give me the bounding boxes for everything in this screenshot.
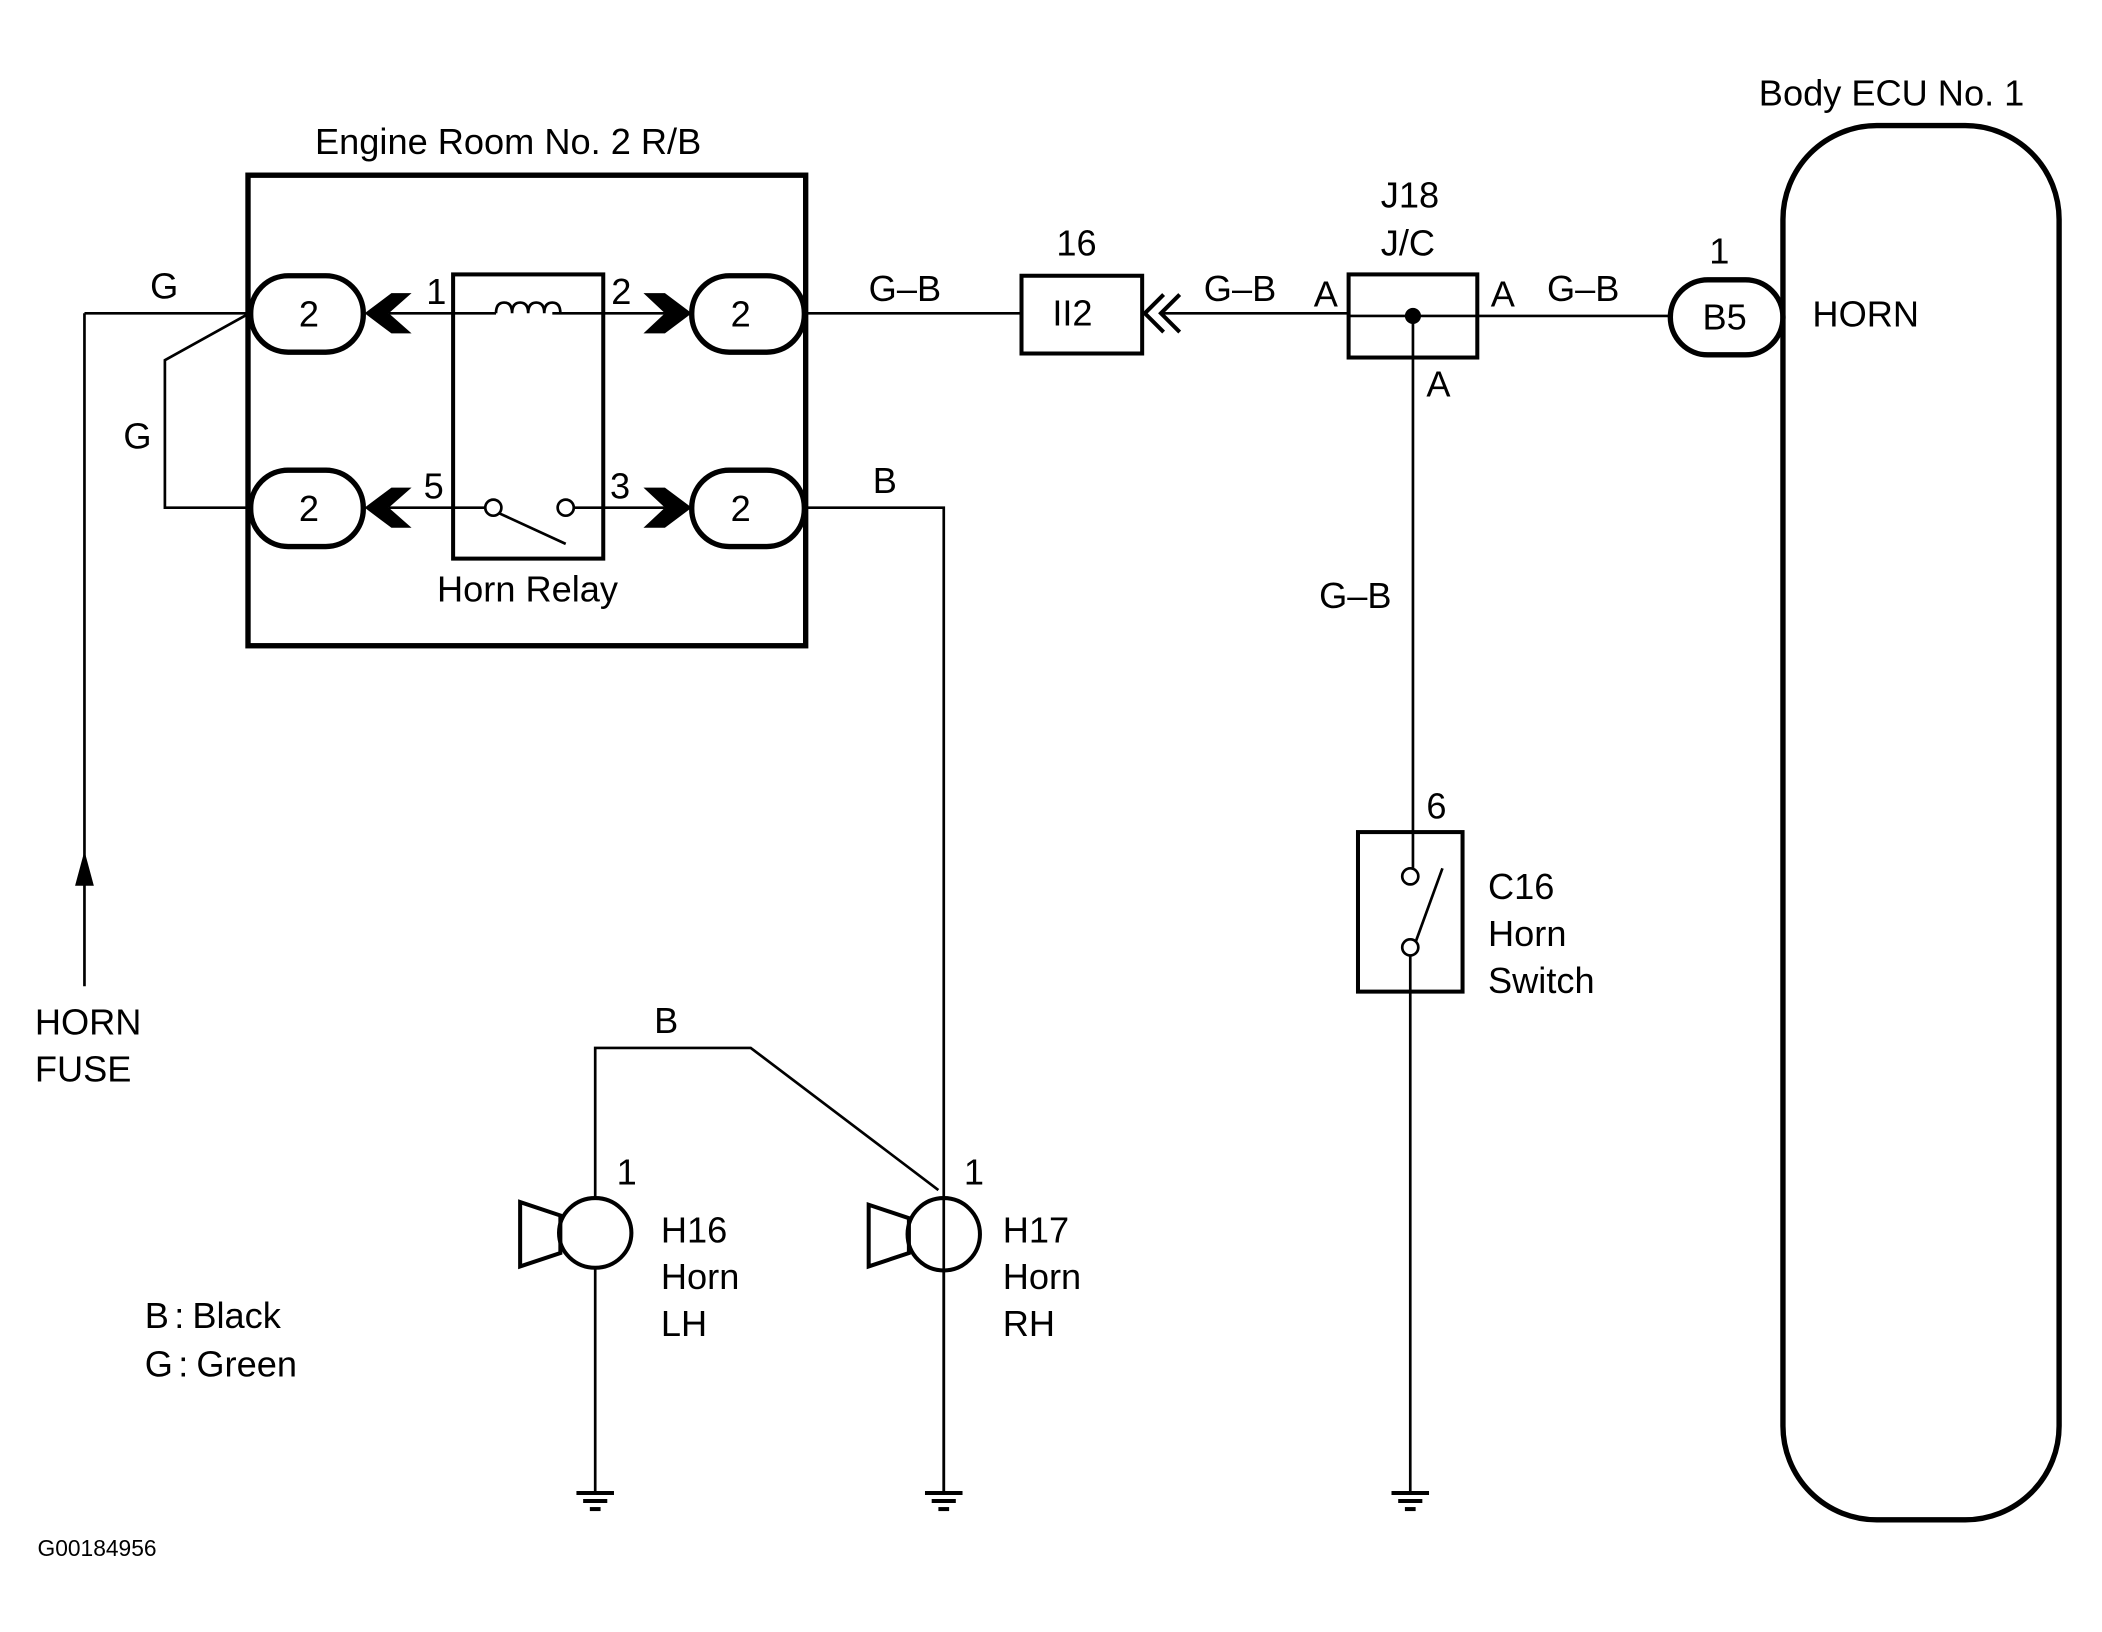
pin-1-label: 1 [426,271,446,312]
terminal-a-right: A [1491,274,1516,315]
junction-connector-id: 16 [1056,223,1096,264]
figure-id: G00184956 [38,1535,157,1561]
horn-switch-line2: Horn [1488,913,1566,954]
horn-lh-pin: 1 [617,1152,637,1193]
wire-label-g-side: G [123,416,151,457]
svg-text:2: 2 [299,488,319,529]
wire-b-relay [805,506,946,1492]
relay-coil-icon [494,301,562,314]
junction-connector-ii2: 16 II2 [1019,223,1182,356]
wire-label-b-horns: B [654,1000,678,1041]
horn-rh: 1 H17 Horn RH [866,1152,1081,1492]
connector-pin-5: 2 [248,467,366,550]
legend-item: B:Black [145,1295,282,1336]
pin-3-label: 3 [610,465,630,506]
svg-text:2: 2 [299,294,319,335]
fuse-feed: HORN FUSE G [35,266,250,1089]
horn-rh-pin: 1 [964,1152,984,1193]
terminal-chevron-3 [643,487,692,528]
horn-lh-line3: LH [661,1303,707,1344]
relay-block-title: Engine Room No. 2 R/B [315,121,701,162]
junction-connector-name: II2 [1052,292,1092,333]
horn-rh-id: H17 [1003,1209,1069,1250]
junction-block-j18: J18 J/C A A A [1314,174,1516,404]
connector-chevron-icon [1141,293,1166,334]
switch-contact [1414,867,1444,943]
color-legend: B:Black G:Green [145,1295,297,1384]
junction-block-name: J/C [1381,223,1435,264]
horn-rh-icon [866,1201,911,1270]
pin-5-label: 5 [424,465,444,506]
junction-block-id: J18 [1381,174,1439,215]
horn-rh-line2: Horn [1003,1256,1081,1297]
horn-rh-line3: RH [1003,1303,1055,1344]
fuse-label-line2: FUSE [35,1048,132,1089]
fuse-label-line1: HORN [35,1002,142,1043]
terminal-a-left: A [1314,274,1339,315]
g-jumper-wire: G [123,312,250,510]
terminal-chevron-5 [364,487,412,528]
svg-text:2: 2 [731,294,751,335]
ecu-terminal-horn: HORN [1812,294,1919,335]
connector-pin-2: 2 [689,273,808,355]
relay-block: Engine Room No. 2 R/B 2 2 2 2 [245,121,809,649]
horn-lh: 1 H16 Horn LH [518,1152,739,1492]
wire-label-gb-3: G–B [1547,268,1619,309]
horn-lh-icon [518,1199,563,1270]
horn-switch-line3: Switch [1488,960,1595,1001]
terminal-chevron-2 [643,293,692,334]
wire-b-horns [593,1046,940,1199]
ground-icon [1391,1490,1430,1512]
horn-switch: 6 C16 Horn Switch [1355,786,1595,1492]
terminal-a-bottom: A [1426,363,1451,404]
ground-icon [924,1490,963,1512]
wire-label-g-top: G [150,266,178,307]
legend-item: G:Green [145,1343,297,1384]
horn-relay-label: Horn Relay [437,569,619,610]
horn-switch-pin: 6 [1426,786,1446,827]
wire-label-gb-1: G–B [869,268,941,309]
ecu-title: Body ECU No. 1 [1759,73,2025,114]
wire-label-gb-2: G–B [1204,268,1276,309]
pin-2-label: 2 [611,271,631,312]
svg-text:2: 2 [731,488,751,529]
relay-switch-contact [498,511,567,546]
connector-pin-1: 2 [248,273,366,355]
ecu-connector-label: B5 [1703,296,1747,337]
horn-lh-line2: Horn [661,1256,739,1297]
ground-icon [576,1490,614,1512]
terminal-chevron-1 [364,293,412,334]
body-ecu: Body ECU No. 1 1 B5 HORN [1667,73,2062,1523]
horn-lh-id: H16 [661,1209,727,1250]
wire-label-b-relay: B [873,460,897,501]
wire-label-gb-vertical: G–B [1319,575,1391,616]
horn-switch-id: C16 [1488,866,1554,907]
horn-relay: 1 2 5 3 Horn Relay [388,271,665,610]
ecu-pin-label: 1 [1709,231,1729,272]
connector-pin-3: 2 [689,467,808,550]
arrow-up-icon [75,850,94,886]
